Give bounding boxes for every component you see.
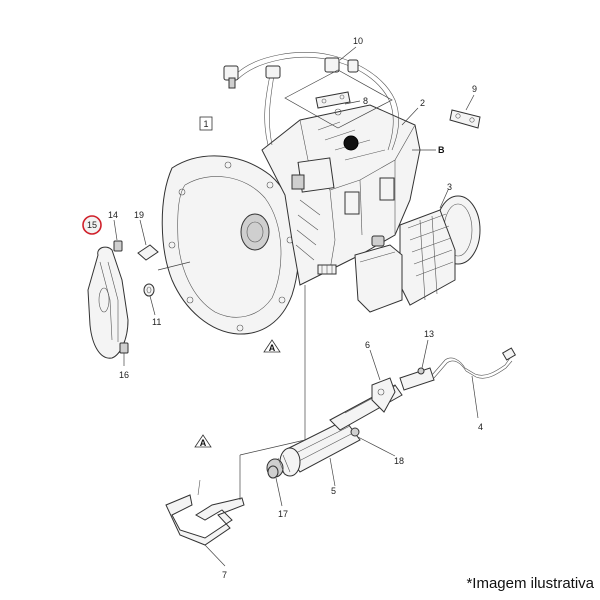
bracket-6 [371,377,396,413]
callout-18: 18 [394,456,404,466]
pipe-4 [431,347,517,379]
callout-5: 5 [331,486,336,496]
callout-13: 13 [424,329,434,339]
callout-8: 8 [363,96,368,106]
svg-text:A: A [200,438,207,448]
leader-lines [113,46,479,567]
callout-6: 6 [365,340,370,350]
callout-10: 10 [353,36,363,46]
seal-17 [267,465,279,479]
bolt-14 [113,240,123,252]
clutch-fork [87,246,129,359]
illustrative-image-caption: *Imagem ilustrativa [466,575,594,592]
small-bracket [284,69,393,129]
washer-11 [143,283,155,297]
control-module [354,195,481,313]
callout-9: 9 [472,84,477,94]
support-bracket [165,479,245,546]
svg-text:A: A [269,343,276,353]
bolt-16 [119,342,129,354]
reference-a-gearbox: A [263,339,281,353]
callout-17: 17 [278,509,288,519]
callout-15-highlighted: 15 [82,215,102,235]
callout-1: 1 [199,116,213,131]
callout-7: 7 [222,570,227,580]
cover-plate [449,109,481,129]
callout-19: 19 [134,210,144,220]
wiring-harness [223,52,400,151]
pin-19 [137,244,159,261]
callout-11: 11 [152,317,161,327]
valve-13 [399,367,435,391]
callout-14: 14 [108,210,118,220]
callout-2: 2 [420,98,425,108]
callout-4: 4 [478,422,483,432]
svg-text:1: 1 [203,119,208,129]
reference-a-bracket: A [194,434,212,448]
slave-cylinder-5 [266,419,361,478]
svg-text:B: B [438,145,445,155]
reference-b: B [438,145,445,155]
callout-16: 16 [119,370,129,380]
svg-text:15: 15 [87,220,97,230]
callout-3: 3 [447,182,452,192]
